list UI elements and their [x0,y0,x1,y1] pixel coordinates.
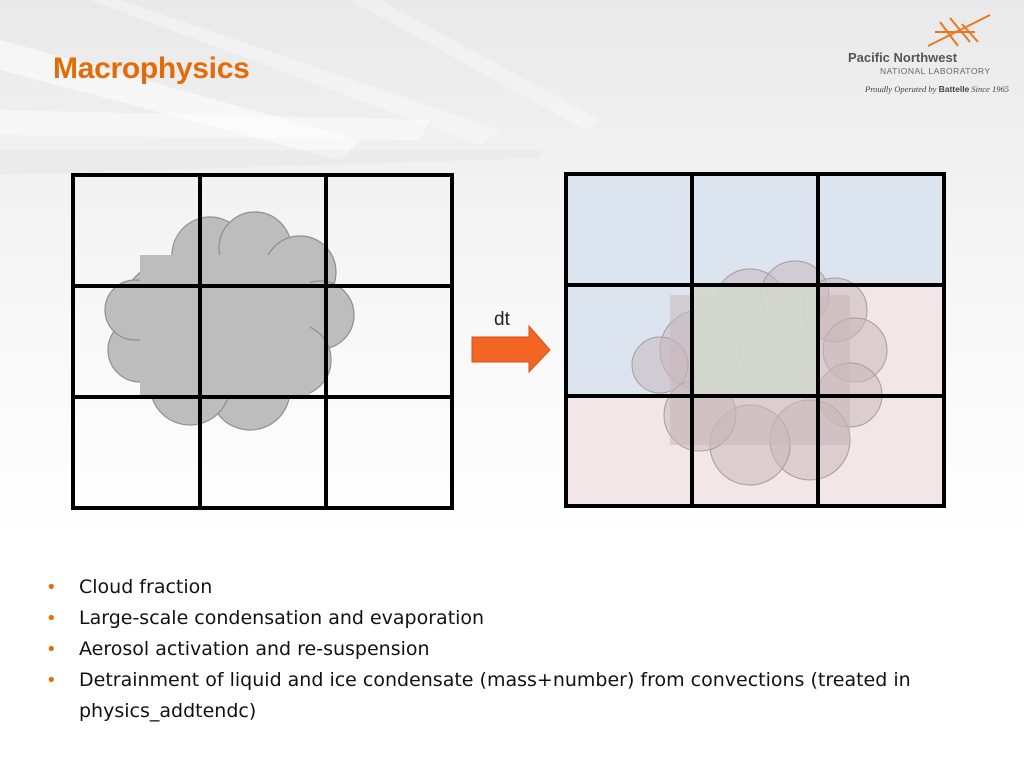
right-arrow-icon [471,324,551,374]
slide-title: Macrophysics [53,52,250,85]
cell-center-highlight [693,286,818,396]
pnnl-mark-icon [927,14,991,47]
tagline-suffix: Since 1965 [969,84,1009,94]
lab-logo: Pacific Northwest NATIONAL LABORATORY Pr… [845,12,1020,102]
bullet-item: Cloud fraction [46,572,1006,603]
tagline-brand: Battelle [938,84,970,94]
logo-tagline: Proudly Operated by Battelle Since 1965 [865,84,1009,94]
bullet-item: Aerosol activation and re-suspension [46,634,1006,665]
arrow-label: dt [494,309,510,330]
bullet-item: Detrainment of liquid and ice condensate… [46,665,1006,727]
tagline-prefix: Proudly Operated by [865,84,939,94]
logo-name-line2: NATIONAL LABORATORY [880,66,991,76]
grid-before [71,173,454,510]
bullet-item: Large-scale condensation and evaporation [46,603,1006,634]
bullet-list: Cloud fraction Large-scale condensation … [46,572,1006,727]
grid-after [564,172,946,508]
logo-name-line1: Pacific Northwest [848,50,958,65]
